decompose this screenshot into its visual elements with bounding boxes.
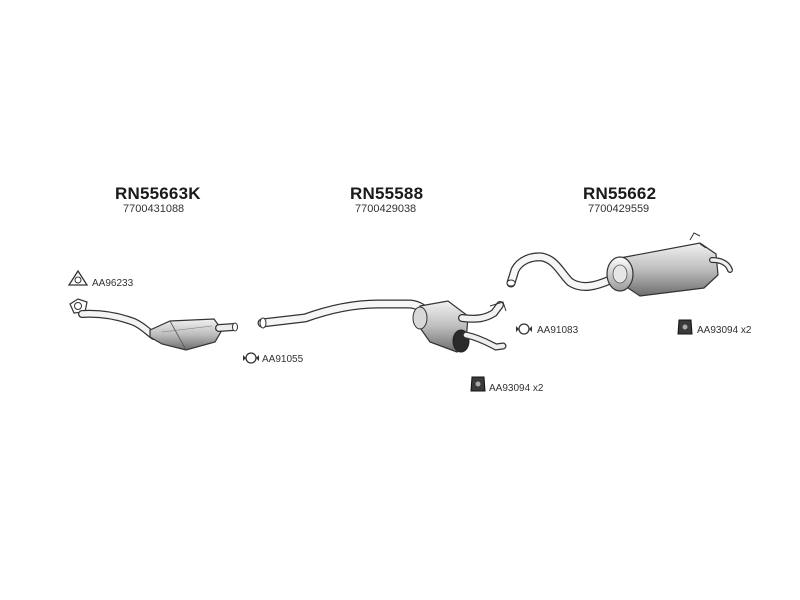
rubber-hanger-icon [677, 319, 693, 335]
middle-pipe-silencer [257, 299, 507, 353]
part-title-middle: RN55588 [350, 184, 424, 203]
gasket-icon [67, 269, 89, 286]
accessory-label-gasket: AA96233 [92, 278, 134, 289]
part-title-front: RN55663K [115, 184, 201, 203]
accessory-label-hanger-middle: AA93094 x2 [489, 383, 544, 394]
part-title-rear: RN55662 [583, 184, 657, 203]
part-ref-rear: 7700429559 [588, 203, 650, 215]
accessory-label-hanger-rear: AA93094 x2 [697, 325, 752, 336]
part-ref-front: 7700431088 [123, 203, 185, 215]
rubber-hanger-icon [470, 376, 486, 392]
rear-pipe-silencer [506, 232, 733, 297]
clamp-icon [516, 323, 532, 335]
part-ref-middle: 7700429038 [355, 203, 417, 215]
accessory-label-clamp-front: AA91055 [262, 354, 304, 365]
accessory-label-clamp-middle: AA91083 [537, 325, 579, 336]
clamp-icon [243, 352, 259, 364]
front-pipe-catalyst [69, 298, 238, 351]
